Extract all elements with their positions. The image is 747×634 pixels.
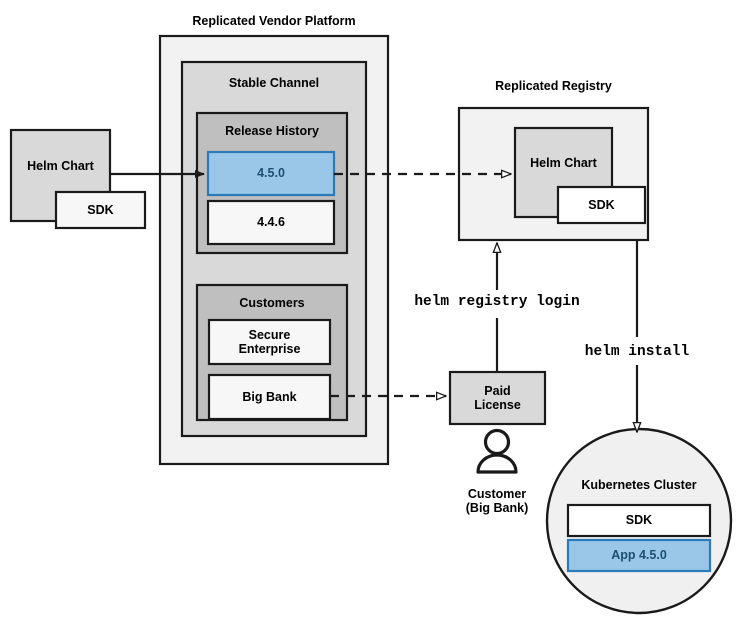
customer-secure-enterprise-box xyxy=(207,318,332,366)
paid-license-box xyxy=(448,370,547,426)
release-446-box xyxy=(206,199,336,246)
person-icon xyxy=(476,428,518,474)
vendor-platform-title: Replicated Vendor Platform xyxy=(192,14,356,28)
cluster-sdk-box xyxy=(566,503,712,538)
release-450-box xyxy=(206,150,336,197)
registry-title: Replicated Registry xyxy=(495,79,612,93)
customer-big-bank-box xyxy=(207,373,332,421)
registry-sdk-box xyxy=(556,185,647,225)
cluster-app-box xyxy=(566,538,712,573)
helm-registry-login-label: helm registry login xyxy=(414,294,580,310)
helm-install-label: helm install xyxy=(584,344,690,360)
source-sdk-box xyxy=(54,190,147,230)
